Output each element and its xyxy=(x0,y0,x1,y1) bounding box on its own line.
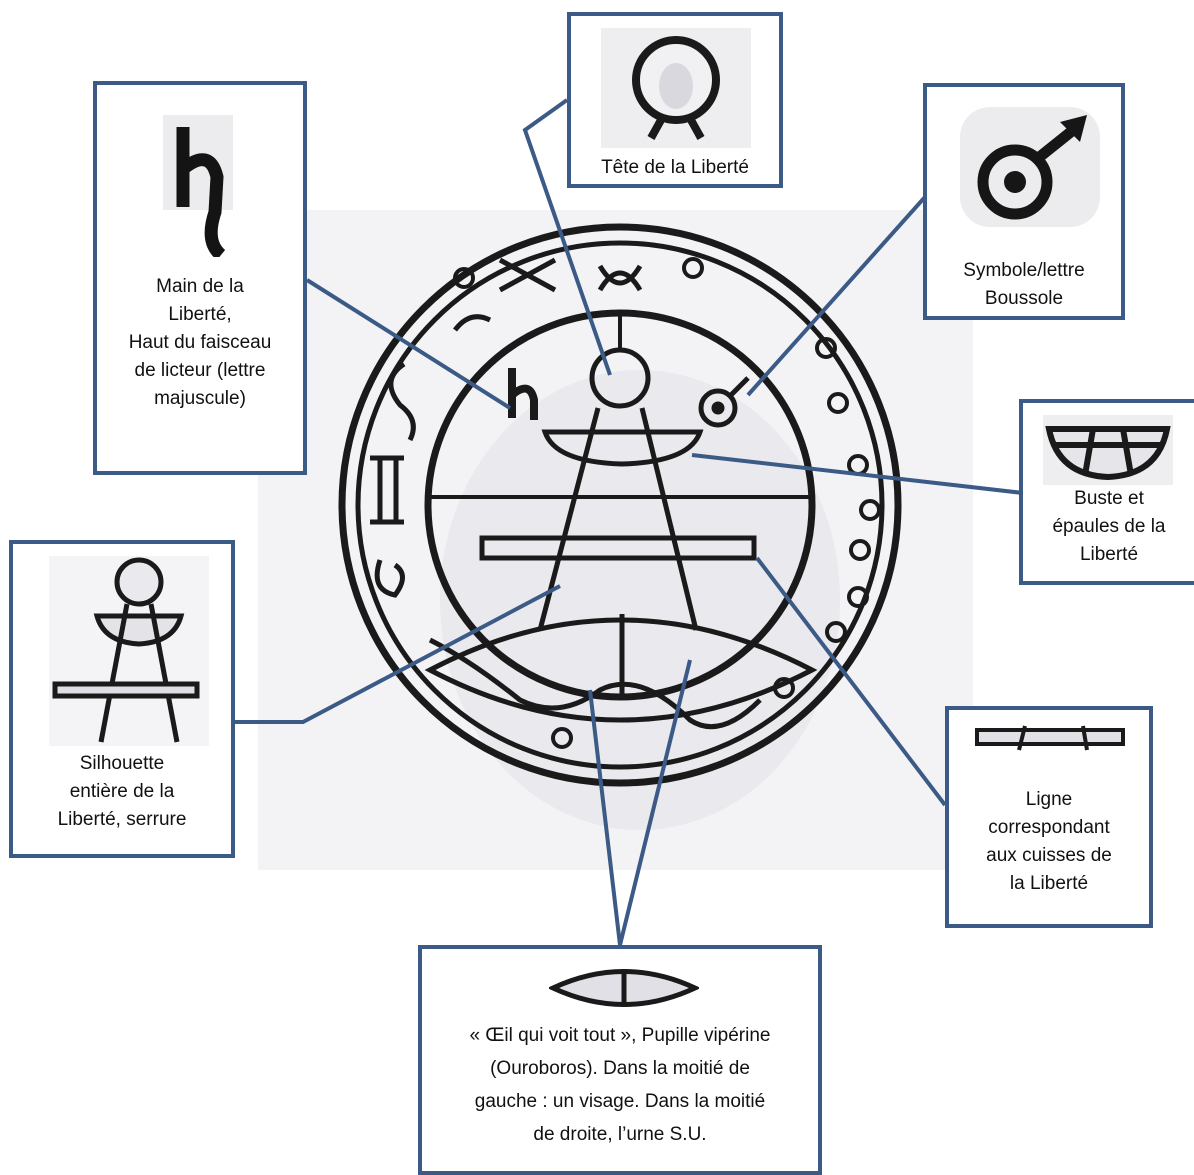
thumb-head xyxy=(601,28,751,148)
callout-compass-label: Symbole/lettre Boussole xyxy=(927,257,1121,313)
callout-eye-label: « Œil qui voit tout », Pupille vipérine … xyxy=(422,1019,818,1151)
callout-compass: Symbole/lettre Boussole xyxy=(923,83,1125,320)
callout-hand: Main de la Liberté, Haut du faisceau de … xyxy=(93,81,307,475)
callout-silhouette-label: Silhouette entière de la Liberté, serrur… xyxy=(13,750,231,834)
thumb-silhouette xyxy=(49,556,209,746)
thumb-letter-h xyxy=(155,107,245,257)
callout-hand-label: Main de la Liberté, Haut du faisceau de … xyxy=(97,273,303,413)
thumb-compass xyxy=(955,97,1105,237)
callout-bust: Buste et épaules de la Liberté xyxy=(1019,399,1194,585)
callout-thighs: Ligne correspondant aux cuisses de la Li… xyxy=(945,706,1153,928)
callout-head-label: Tête de la Liberté xyxy=(571,154,779,182)
callout-bust-label: Buste et épaules de la Liberté xyxy=(1023,485,1194,569)
callout-silhouette: Silhouette entière de la Liberté, serrur… xyxy=(9,540,235,858)
seal-compass-dot xyxy=(712,402,724,414)
background-statue-shadow xyxy=(440,370,840,830)
callout-eye: « Œil qui voit tout », Pupille vipérine … xyxy=(418,945,822,1175)
thumb-bust xyxy=(1043,415,1173,485)
thumb-eye xyxy=(549,963,699,1013)
thumb-thigh-bar xyxy=(975,724,1125,754)
callout-thighs-label: Ligne correspondant aux cuisses de la Li… xyxy=(949,786,1149,898)
callout-head: Tête de la Liberté xyxy=(567,12,783,188)
